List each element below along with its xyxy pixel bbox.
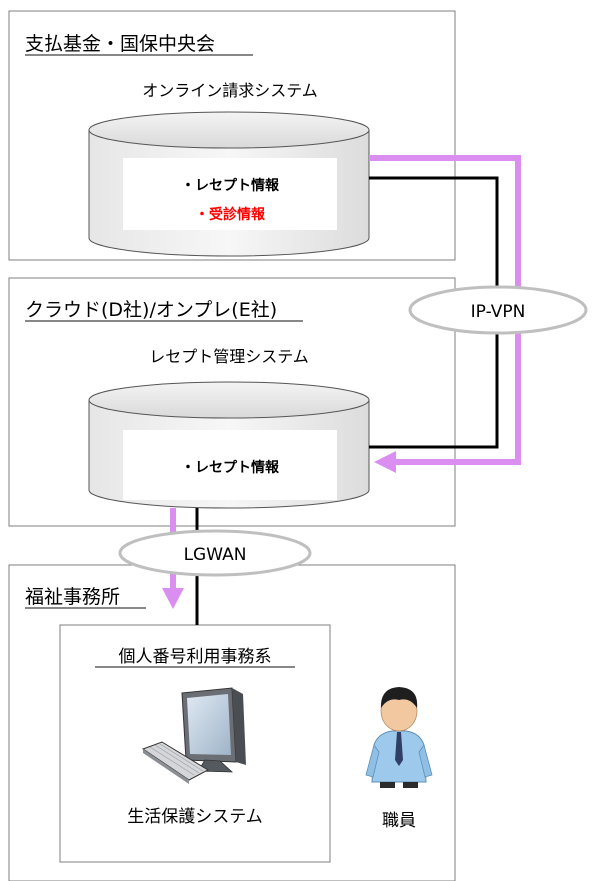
lgwan-label: LGWAN	[184, 545, 247, 565]
top-db-item-receipt: ・レセプト情報	[181, 177, 280, 194]
bottom-section-title: 福祉事務所	[25, 586, 120, 608]
top-db-item-consultation: ・受診情報	[195, 206, 266, 223]
inner-system-title: 個人番号利用事務系	[119, 647, 272, 667]
top-section-title: 支払基金・国保中央会	[25, 33, 215, 55]
ipvpn-label: IP-VPN	[471, 302, 526, 322]
lgwan-arrowhead	[162, 588, 184, 609]
ipvpn-arrowhead	[374, 451, 396, 473]
top-db-panel	[123, 158, 337, 230]
middle-section-title: クラウド(D社)/オンプレ(E社)	[25, 299, 277, 321]
top-system-label: オンライン請求システム	[142, 81, 318, 100]
middle-db-item-receipt: ・レセプト情報	[181, 459, 280, 476]
staff-person-icon	[365, 687, 433, 788]
pc-system-label: 生活保護システム	[127, 807, 263, 827]
lgwan-network-node: LGWAN	[118, 529, 312, 577]
computer-icon	[141, 687, 246, 784]
middle-db-panel	[123, 430, 337, 500]
ipvpn-network-node: IP-VPN	[408, 285, 588, 335]
person-label: 職員	[382, 811, 416, 831]
middle-system-label: レセプト管理システム	[149, 347, 309, 366]
